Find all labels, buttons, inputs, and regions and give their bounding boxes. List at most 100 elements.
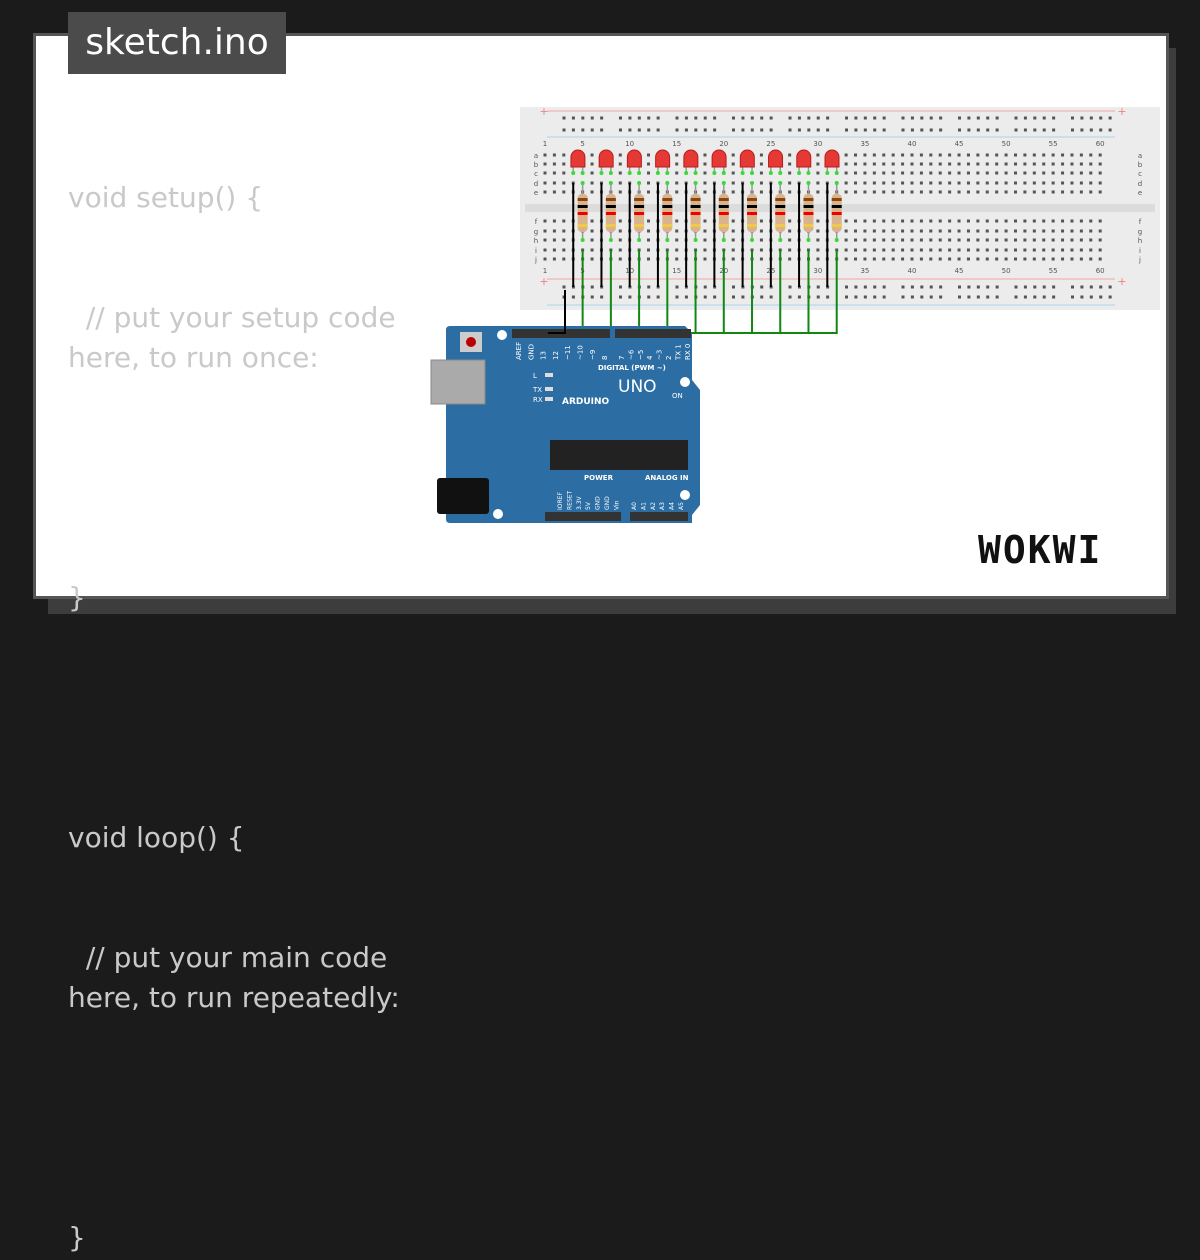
hole [938, 257, 942, 261]
hole [618, 190, 622, 194]
rail-hole [675, 128, 679, 132]
resistor-band [831, 212, 842, 215]
connection-dot [637, 238, 642, 242]
hole [882, 248, 886, 252]
hole [788, 171, 792, 175]
hole [938, 181, 942, 185]
hole [703, 248, 707, 252]
hole [938, 238, 942, 242]
hole [901, 162, 905, 166]
hole [948, 162, 952, 166]
pin-label: IOREF [557, 492, 564, 510]
resistor-band [634, 205, 645, 208]
connection-dot [712, 171, 717, 175]
hole [957, 248, 961, 252]
rail-hole [675, 116, 679, 120]
digital-header [615, 329, 691, 338]
hole [863, 219, 867, 223]
hole [647, 229, 651, 233]
hole [863, 190, 867, 194]
resistor-band [605, 212, 616, 215]
hole [910, 171, 914, 175]
hole [788, 248, 792, 252]
hole [562, 238, 566, 242]
rail-hole [703, 116, 707, 120]
rail-hole [1052, 295, 1056, 299]
rail-hole [995, 285, 999, 289]
rail-hole [600, 116, 604, 120]
hole [966, 153, 970, 157]
hole [618, 171, 622, 175]
rail-hole [863, 295, 867, 299]
hole [675, 219, 679, 223]
hole [543, 238, 547, 242]
hole [1070, 219, 1074, 223]
rail-hole [1089, 128, 1093, 132]
row-letter: e [534, 189, 538, 197]
hole [929, 248, 933, 252]
hole [788, 238, 792, 242]
pin-label: AREF [515, 342, 523, 360]
connection-dot [608, 238, 613, 242]
rail-hole [1052, 128, 1056, 132]
hole [882, 153, 886, 157]
resistor-band [577, 212, 588, 215]
rail-hole [1080, 295, 1084, 299]
hole [1098, 181, 1102, 185]
hole [872, 190, 876, 194]
rail-hole [1014, 295, 1018, 299]
hole [703, 219, 707, 223]
hole [966, 190, 970, 194]
resistor-band [747, 205, 758, 208]
rail-hole [1033, 285, 1037, 289]
hole [590, 229, 594, 233]
column-number: 40 [908, 140, 917, 148]
hole [816, 257, 820, 261]
row-letter: j [534, 256, 537, 264]
resistor-band [690, 205, 701, 208]
row-letter: c [1138, 170, 1142, 178]
hole [731, 171, 735, 175]
hole [929, 171, 933, 175]
column-number: 10 [625, 267, 634, 275]
connection-dot [806, 171, 811, 175]
hole [1051, 238, 1055, 242]
hole [863, 229, 867, 233]
hole [985, 229, 989, 233]
hole [1004, 229, 1008, 233]
connection-dot [655, 171, 660, 175]
hole [882, 162, 886, 166]
rail-hole [910, 128, 914, 132]
rail-hole [694, 116, 698, 120]
rail-hole [713, 128, 717, 132]
analog-header [630, 512, 688, 521]
connection-dot [750, 171, 755, 175]
connection-dot [750, 181, 755, 185]
pin-label: A5 [678, 502, 685, 510]
hole [618, 162, 622, 166]
hole [1079, 238, 1083, 242]
rail-hole [967, 295, 971, 299]
hole [891, 153, 895, 157]
hole [957, 219, 961, 223]
rail-hole [816, 128, 820, 132]
hole [910, 238, 914, 242]
hole [759, 257, 763, 261]
hole [882, 257, 886, 261]
hole [929, 229, 933, 233]
rail-plus-label: + [539, 105, 548, 118]
hole [759, 162, 763, 166]
hole [1098, 229, 1102, 233]
hole [995, 219, 999, 223]
rail-hole [929, 285, 933, 289]
hole [957, 257, 961, 261]
row-letter: i [535, 247, 537, 255]
rail-hole [628, 116, 632, 120]
rail-hole [619, 116, 622, 120]
resistor-band [718, 212, 729, 215]
pin-label: 7 [618, 356, 626, 360]
hole [675, 229, 679, 233]
column-number: 50 [1002, 140, 1011, 148]
rail-hole [647, 128, 651, 132]
hole [844, 171, 848, 175]
